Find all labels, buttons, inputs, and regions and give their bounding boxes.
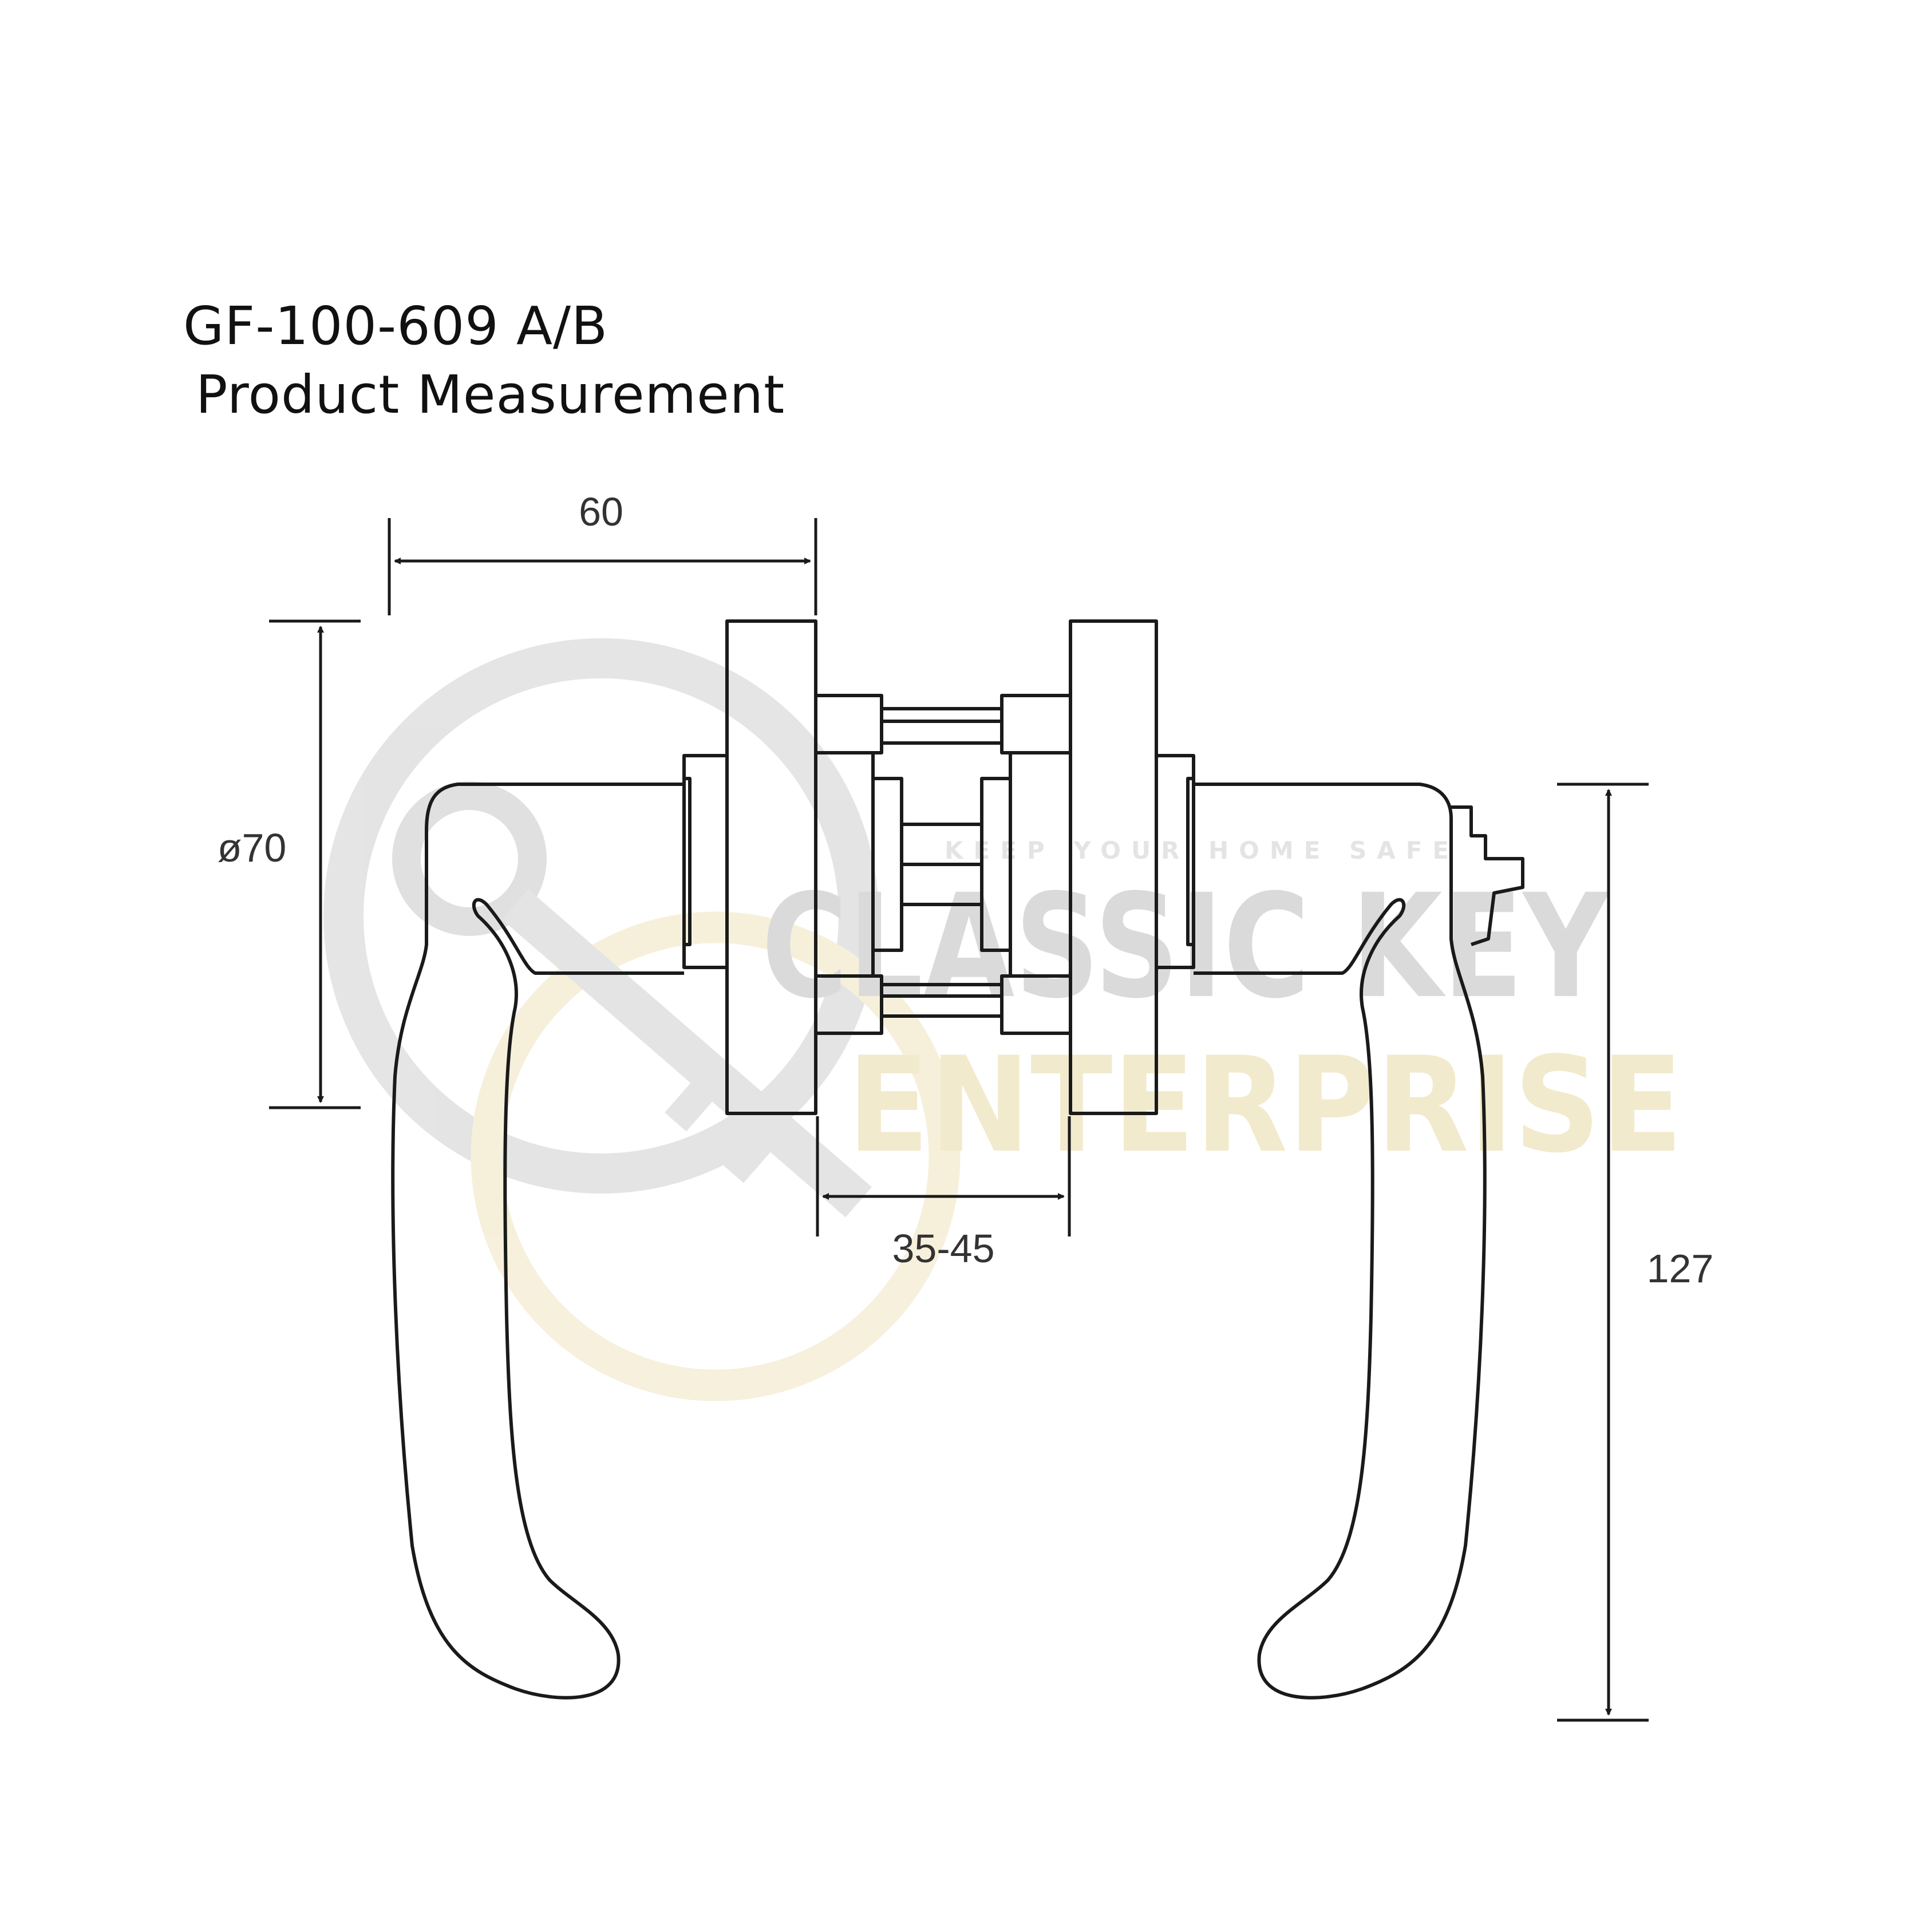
dim-127-label: 127 bbox=[1647, 1246, 1714, 1291]
handle-linework bbox=[391, 619, 1524, 1700]
measurement-subtitle: Product Measurement bbox=[196, 364, 785, 425]
left-collar bbox=[682, 754, 727, 969]
watermark-tagline: KEEP YOUR HOME SAFE bbox=[945, 836, 1459, 864]
watermark-key-icon bbox=[392, 781, 872, 1218]
dimension-lines bbox=[269, 518, 1649, 1722]
dim-60-label: 60 bbox=[579, 489, 623, 534]
watermark-ring-gold-icon bbox=[471, 911, 961, 1401]
right-collar bbox=[1156, 754, 1195, 969]
top-spindle-bar bbox=[880, 707, 1003, 745]
left-lever-handle bbox=[391, 783, 684, 1700]
right-latch-tab bbox=[1451, 805, 1524, 946]
dim-door-label: 35-45 bbox=[892, 1226, 994, 1271]
watermark-brand-line1: CLASSIC KEY bbox=[761, 863, 1610, 1030]
dim-70-label: ø70 bbox=[218, 825, 287, 870]
watermark-brand-line2: ENTERPRISE bbox=[847, 1029, 1683, 1182]
right-lever-handle bbox=[1194, 783, 1487, 1700]
bottom-spindle-bar bbox=[880, 983, 1003, 1018]
right-top-bracket bbox=[1000, 694, 1072, 754]
model-title: GF-100-609 A/B bbox=[183, 295, 609, 357]
watermark-ring-icon bbox=[323, 638, 879, 1194]
left-top-bracket bbox=[814, 694, 883, 754]
title-block: GF-100-609 A/B Product Measurement bbox=[183, 292, 785, 429]
